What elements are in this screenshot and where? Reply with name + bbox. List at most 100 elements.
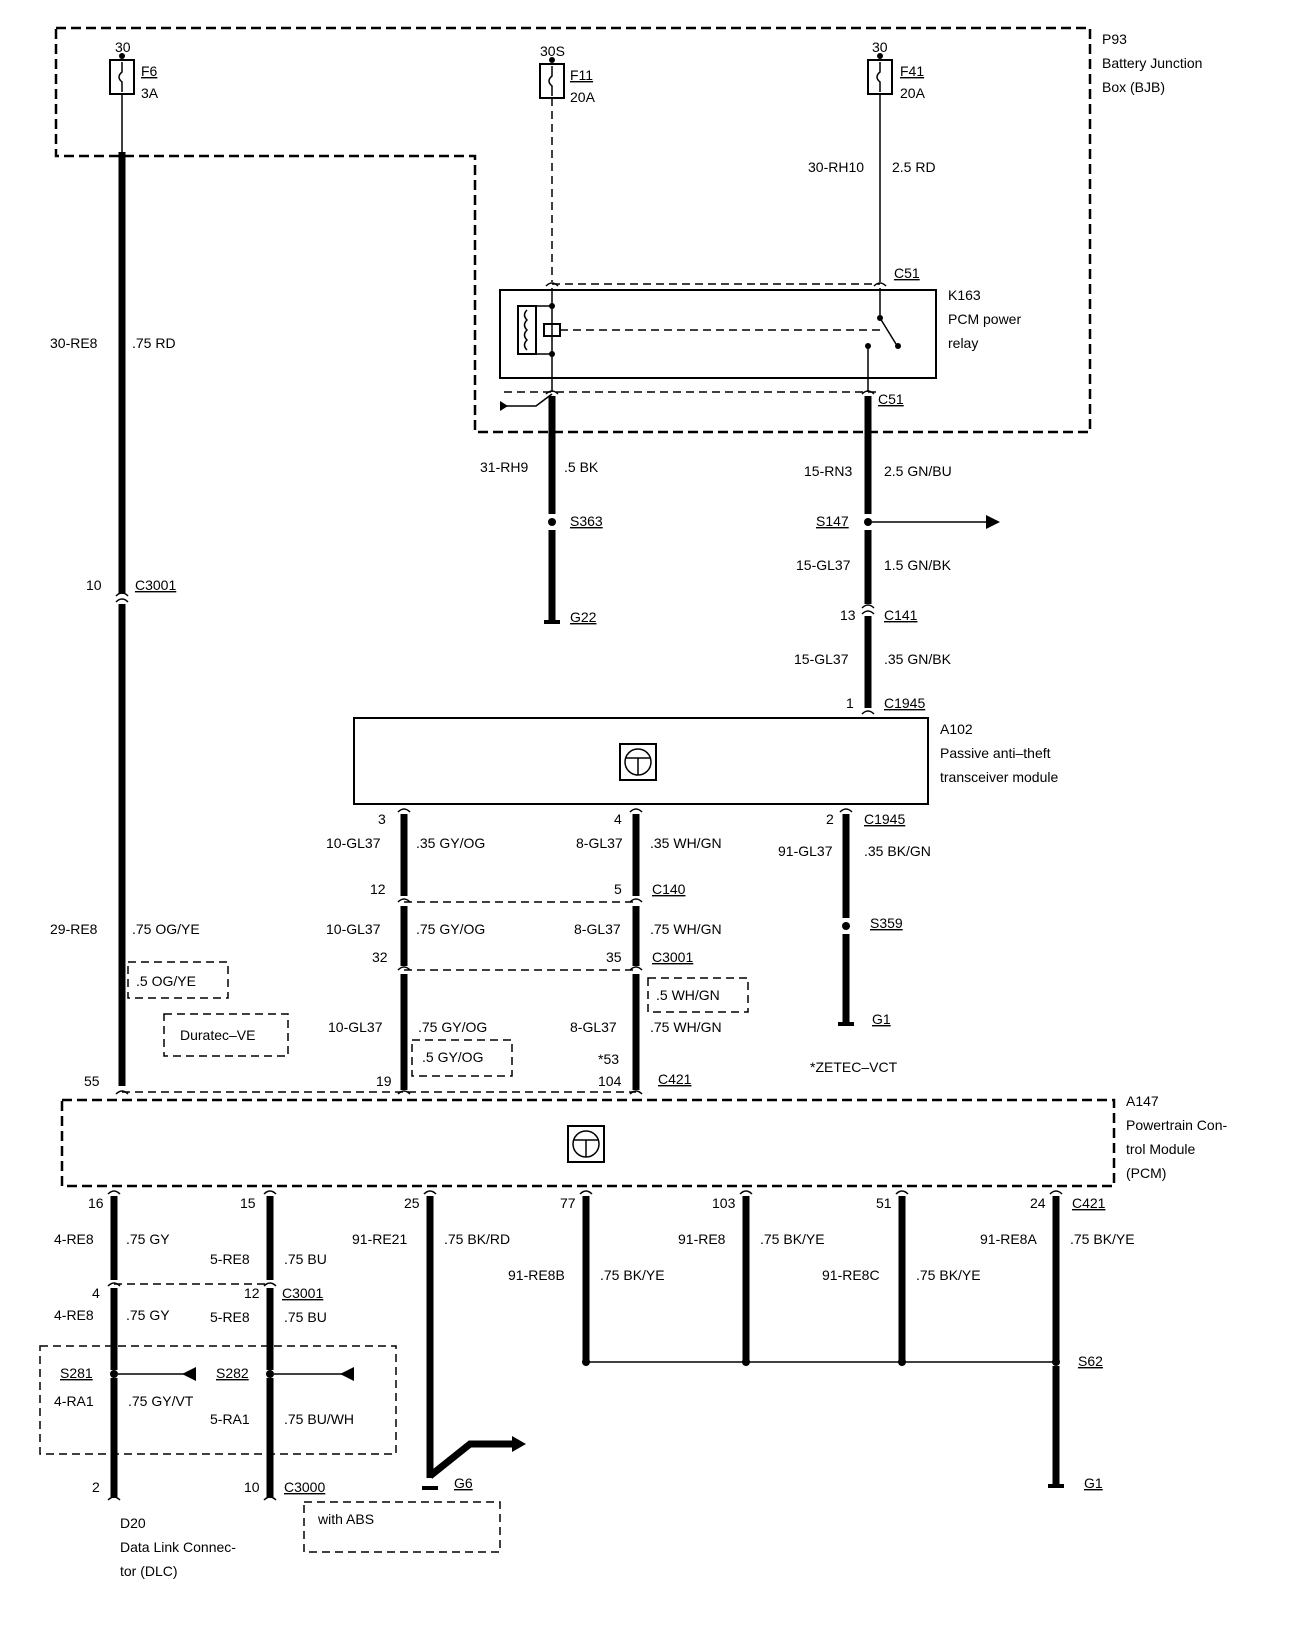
note-abs: with ABS [317, 1511, 374, 1527]
wire-8-gl37-b-spec: .75 WH/GN [650, 921, 722, 937]
bus-dot-3 [898, 1358, 906, 1366]
connector-c51-bottom-symbol [545, 390, 875, 395]
module-a147-line3: (PCM) [1126, 1165, 1166, 1181]
module-a147-line2: trol Module [1126, 1141, 1195, 1157]
connector-c421-b: C421 [1072, 1195, 1106, 1211]
bus-dot-1 [582, 1358, 590, 1366]
pin-77: 77 [560, 1195, 576, 1211]
wire-91-re8a-circuit: 91-RE8A [980, 1231, 1037, 1247]
wire-8-gl37-c-spec: .75 WH/GN [650, 1019, 722, 1035]
pin-10b: 10 [244, 1479, 260, 1495]
connector-c421-a-symbol [115, 1090, 643, 1095]
pin-3: 3 [378, 811, 386, 827]
pin-55: 55 [84, 1073, 100, 1089]
splice-s282: S282 [216, 1365, 249, 1381]
fuse-f6-supply: 30 [115, 39, 131, 55]
wire-8-gl37-c-alt: .5 WH/GN [656, 987, 720, 1003]
wire-91-re21-circuit: 91-RE21 [352, 1231, 407, 1247]
module-a147-id: A147 [1126, 1093, 1159, 1109]
splice-s147-dot [864, 518, 872, 526]
pin-5: 5 [614, 881, 622, 897]
wire-8-gl37-a-circuit: 8-GL37 [576, 835, 623, 851]
wire-91-gl37-spec: .35 BK/GN [864, 843, 931, 859]
s282-arrow [340, 1367, 354, 1381]
splice-s359: S359 [870, 915, 903, 931]
connector-c141: C141 [884, 607, 918, 623]
module-a147-line1: Powertrain Con- [1126, 1117, 1227, 1133]
fuse-f11-supply: 30S [540, 43, 565, 59]
splice-s359-dot [842, 922, 850, 930]
pin-4: 4 [614, 811, 622, 827]
wire-91-re21-spec: .75 BK/RD [444, 1231, 510, 1247]
connector-c421-a: C421 [658, 1071, 692, 1087]
bjb-id: P93 [1102, 31, 1127, 47]
module-a102-line1: Passive anti–theft [940, 745, 1051, 761]
wire-8-gl37-c-circuit: 8-GL37 [570, 1019, 617, 1035]
pin-32: 32 [372, 949, 388, 965]
splice-s147: S147 [816, 513, 849, 529]
wire-5-re8-b-spec: .75 BU [284, 1309, 327, 1325]
wire-30-re8-spec: .75 RD [132, 335, 176, 351]
wire-29-re8-alt: .5 OG/YE [136, 973, 196, 989]
wire-15-rn3-circuit: 15-RN3 [804, 463, 852, 479]
abs-option-box [39, 1345, 397, 1455]
wire-91-re8-circuit: 91-RE8 [678, 1231, 726, 1247]
ground-g1-a-symbol [838, 1022, 854, 1026]
fuse-f41-rating: 20A [900, 85, 926, 101]
pcm-module-icon [567, 1125, 605, 1163]
wire-10-gl37-a-spec: .35 GY/OG [416, 835, 485, 851]
fuse-f6: 30 F6 3A [109, 39, 159, 101]
wire-15-gl37-a-spec: 1.5 GN/BK [884, 557, 952, 573]
bjb-label-2: Box (BJB) [1102, 79, 1165, 95]
pin-16: 16 [88, 1195, 104, 1211]
wire-5-re8-a-circuit: 5-RE8 [210, 1251, 250, 1267]
ground-g6: G6 [454, 1475, 473, 1491]
wire-10-gl37-a-circuit: 10-GL37 [326, 835, 381, 851]
wire-15-gl37-b-circuit: 15-GL37 [794, 651, 849, 667]
dlc-line1: Data Link Connec- [120, 1539, 236, 1555]
dlc-id: D20 [120, 1515, 146, 1531]
note-box-abs [303, 1501, 501, 1553]
wire-8-gl37-b-circuit: 8-GL37 [574, 921, 621, 937]
splice-s62: S62 [1078, 1353, 1103, 1369]
connector-c140-symbol [397, 898, 643, 903]
fuse-f11-id: F11 [570, 67, 593, 83]
pin-12: 12 [370, 881, 386, 897]
bjb-label-1: Battery Junction [1102, 55, 1202, 71]
splice-s62-dot [1052, 1358, 1060, 1366]
fuse-f41-supply: 30 [872, 39, 888, 55]
module-a102 [353, 717, 929, 805]
pin-53: *53 [598, 1051, 619, 1067]
pats-module-icon [619, 743, 657, 781]
splice-s281: S281 [60, 1365, 93, 1381]
note-zetec: *ZETEC–VCT [810, 1059, 898, 1075]
module-a102-line2: transceiver module [940, 769, 1058, 785]
s147-arrow [986, 515, 1000, 529]
wire-15-gl37-b-spec: .35 GN/BK [884, 651, 952, 667]
connector-c51-bottom: C51 [878, 391, 904, 407]
pin-2b: 2 [92, 1479, 100, 1495]
wire-4-re8-b-spec: .75 GY [126, 1307, 170, 1323]
connector-c141-symbol [861, 604, 875, 615]
wire-4-re8-a-spec: .75 GY [126, 1231, 170, 1247]
wire-15-gl37-a-circuit: 15-GL37 [796, 557, 851, 573]
wire-4-re8-a-circuit: 4-RE8 [54, 1231, 94, 1247]
s281-arrow [182, 1367, 196, 1381]
wire-10-gl37-b-circuit: 10-GL37 [326, 921, 381, 937]
fuse-f6-id: F6 [141, 63, 158, 79]
connector-c3001-b-symbol [397, 966, 643, 971]
wire-8-gl37-a-spec: .35 WH/GN [650, 835, 722, 851]
wire-30-rh10-spec: 2.5 RD [892, 159, 936, 175]
g6-arrow [512, 1436, 526, 1452]
wire-91-re8a-spec: .75 BK/YE [1070, 1231, 1135, 1247]
pin-35: 35 [606, 949, 622, 965]
pin-1: 1 [846, 695, 854, 711]
relay-k163-line1: PCM power [948, 311, 1021, 327]
wire-4-re8-b-circuit: 4-RE8 [54, 1307, 94, 1323]
ground-g22: G22 [570, 609, 597, 625]
wire-91-re8c-spec: .75 BK/YE [916, 1267, 981, 1283]
wire-4-ra1-circuit: 4-RA1 [54, 1393, 94, 1409]
connector-c3001-a: C3001 [135, 577, 176, 593]
splice-s282-dot [266, 1370, 274, 1378]
wire-91-gl37-circuit: 91-GL37 [778, 843, 833, 859]
